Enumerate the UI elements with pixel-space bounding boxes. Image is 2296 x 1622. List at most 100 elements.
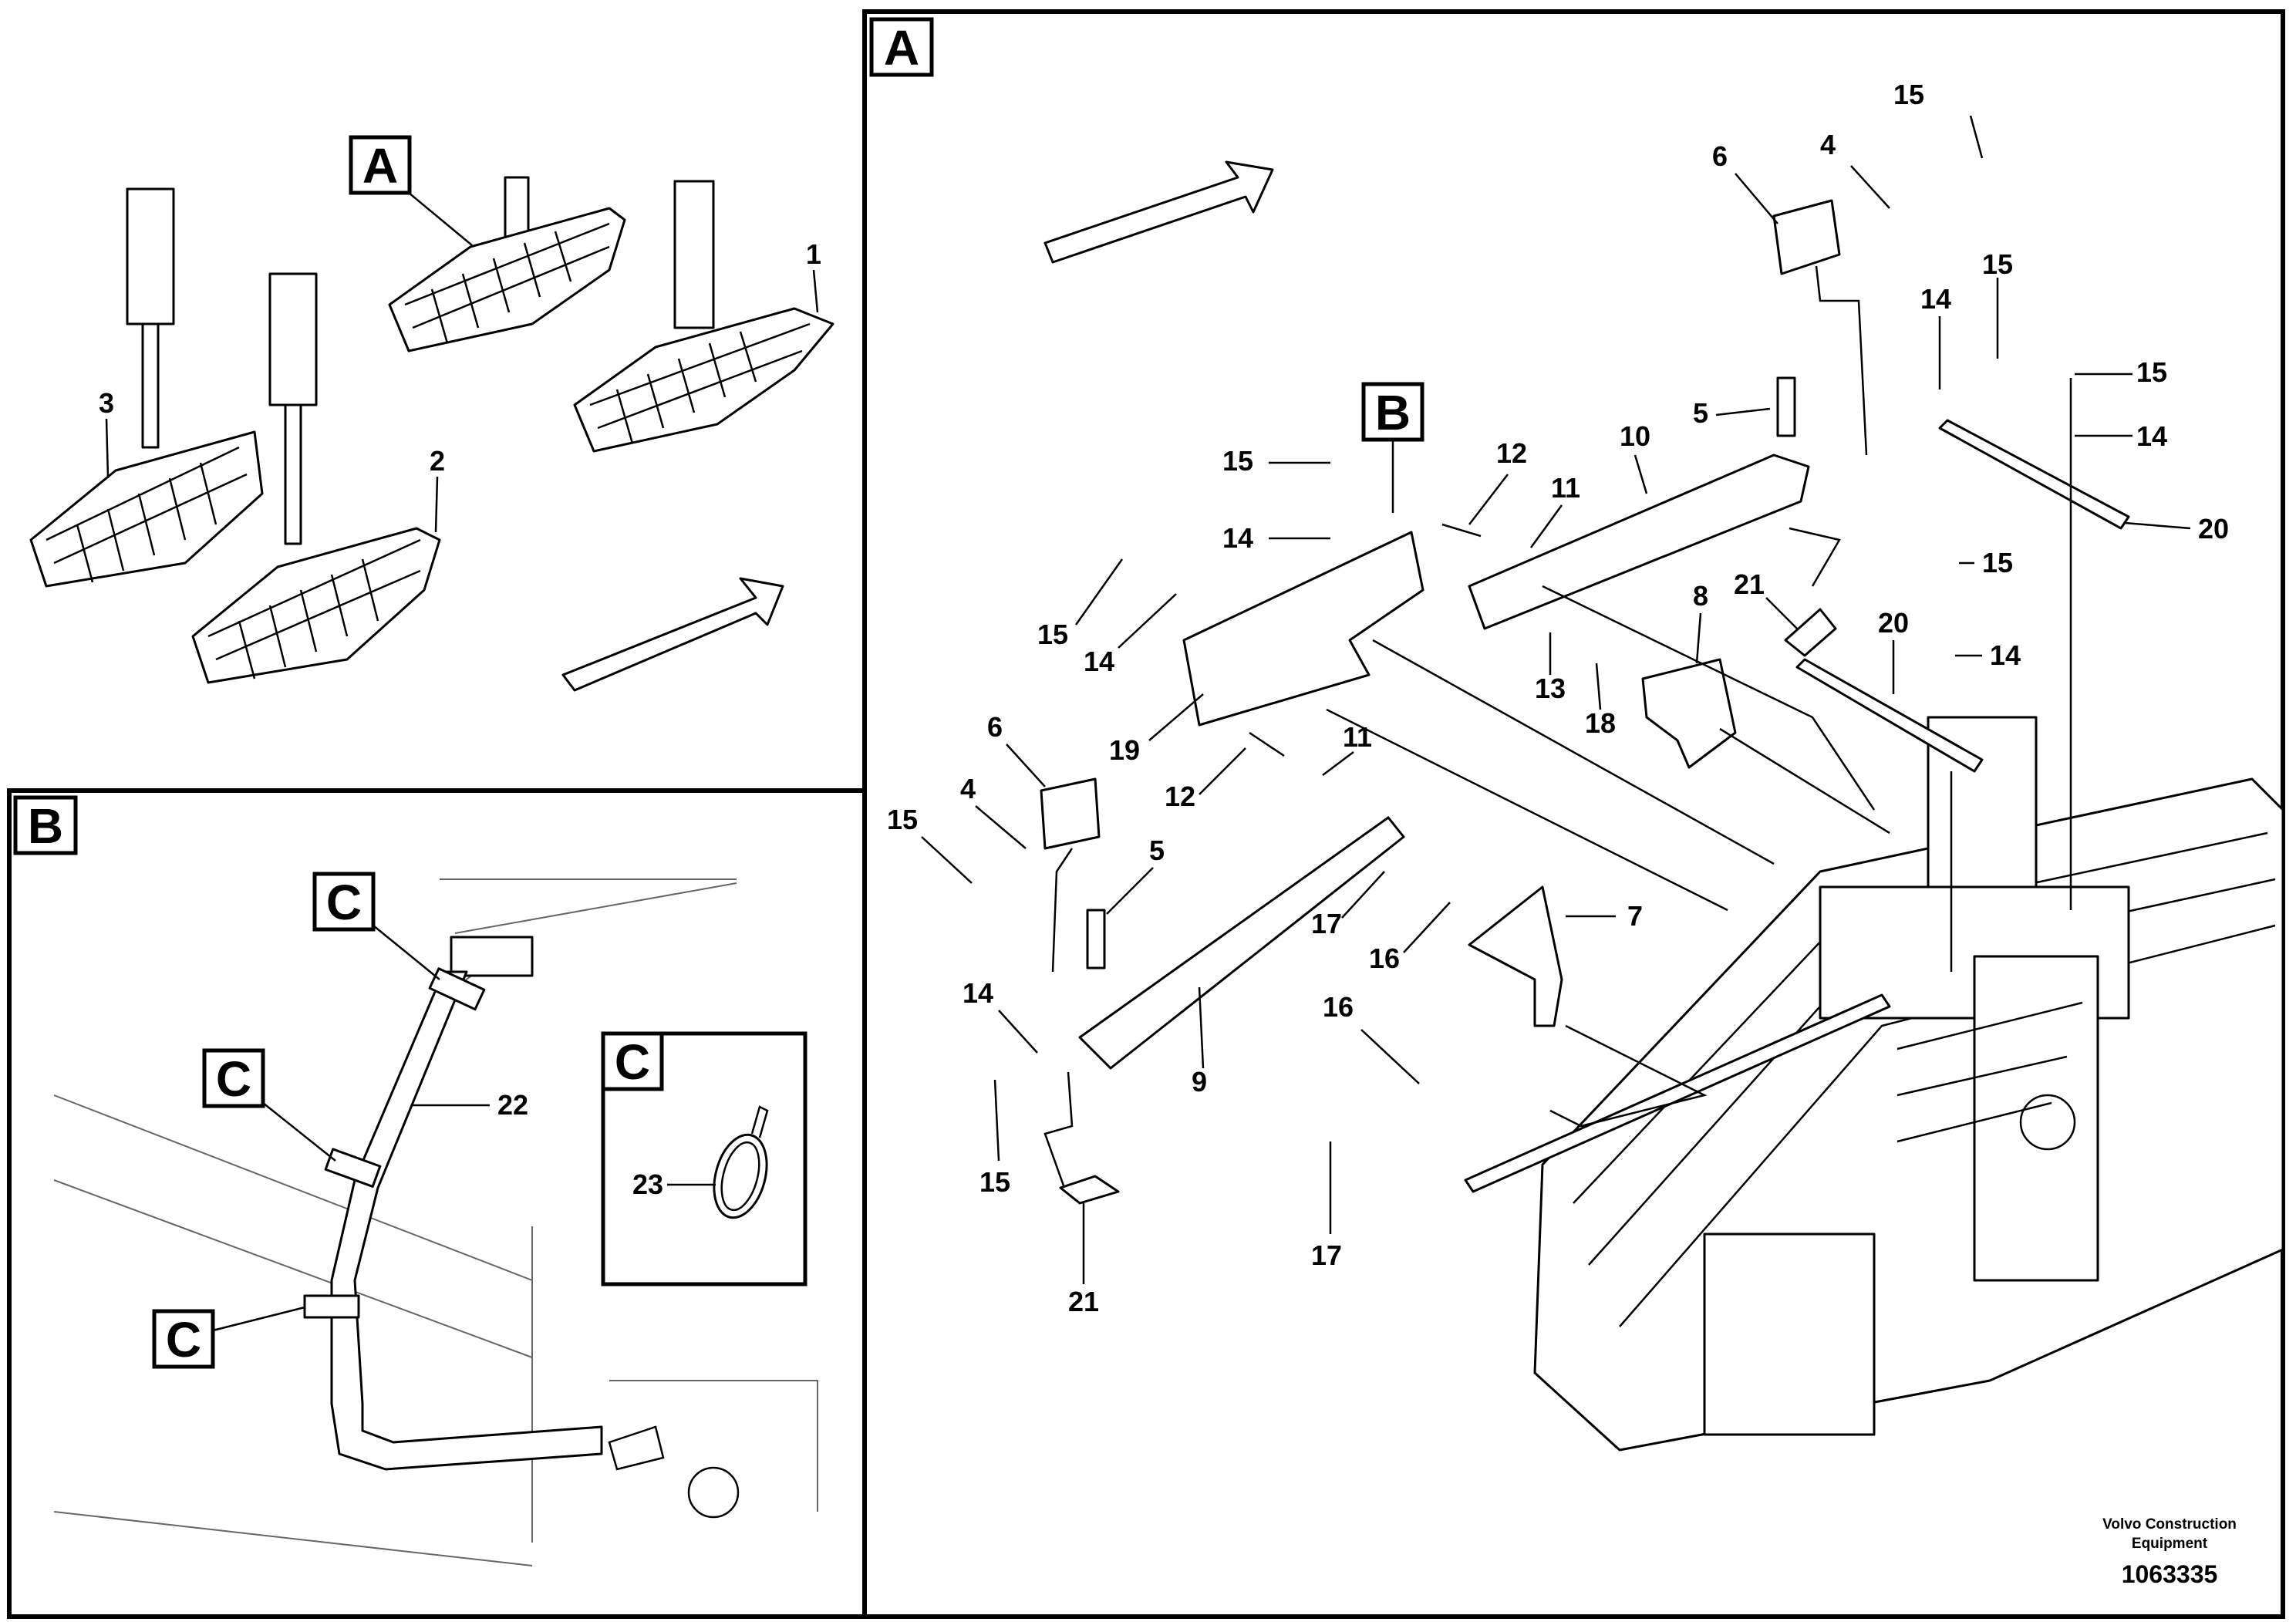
callout-4-lower: 4 xyxy=(960,773,1027,849)
rail-20-upper xyxy=(1938,419,2130,530)
overview-label-a: A xyxy=(349,135,473,246)
callout-15-mid: 15 xyxy=(1959,547,2013,578)
svg-text:10: 10 xyxy=(1620,420,1650,452)
svg-text:5: 5 xyxy=(1693,397,1708,429)
overview-callout-3: 3 xyxy=(99,387,114,479)
svg-text:9: 9 xyxy=(1192,1066,1207,1098)
callout-16-lower: 16 xyxy=(1323,991,1420,1084)
callout-15-top: 15 xyxy=(1893,79,1984,159)
svg-text:11: 11 xyxy=(1343,721,1372,753)
detail-c-box: C 23 xyxy=(601,1031,807,1286)
callout-14-b: 14 xyxy=(1920,283,1951,389)
svg-text:8: 8 xyxy=(1693,580,1708,612)
svg-text:21: 21 xyxy=(1068,1286,1099,1317)
overview-callout-2: 2 xyxy=(430,445,445,533)
pipe-22 xyxy=(330,970,603,1471)
callout-5-top: 5 xyxy=(1693,397,1771,429)
svg-text:C: C xyxy=(166,1312,201,1367)
sensor-5-upper xyxy=(1776,376,1796,437)
callout-14-right: 14 xyxy=(2075,420,2167,452)
svg-text:2: 2 xyxy=(430,445,445,477)
callout-15-right: 15 xyxy=(2075,356,2167,388)
svg-text:14: 14 xyxy=(1222,522,1253,554)
svg-text:1063335: 1063335 xyxy=(2122,1560,2218,1588)
svg-text:14: 14 xyxy=(1084,646,1114,677)
track-unit-2 xyxy=(191,272,441,684)
track-unit-3 xyxy=(29,187,264,588)
detail-c-callout-23: 23 xyxy=(632,1168,663,1200)
svg-text:21: 21 xyxy=(1734,568,1765,600)
track-unit-a xyxy=(388,176,626,352)
svg-text:4: 4 xyxy=(960,773,976,804)
svg-text:22: 22 xyxy=(497,1089,528,1121)
callout-15-left: 15 xyxy=(1037,558,1124,650)
overview-illustration xyxy=(29,176,834,692)
svg-text:14: 14 xyxy=(1990,639,2021,671)
callout-17-lower: 17 xyxy=(1311,1141,1342,1271)
svg-text:15: 15 xyxy=(1037,619,1068,650)
callout-13: 13 xyxy=(1535,632,1566,704)
svg-text:12: 12 xyxy=(1496,437,1527,469)
callout-20-right: 20 xyxy=(2124,513,2229,545)
callout-9: 9 xyxy=(1192,986,1207,1098)
svg-text:16: 16 xyxy=(1369,943,1400,974)
cable-clamp-1 xyxy=(428,967,486,1011)
panel-a-illustration xyxy=(1040,160,2284,1452)
callout-14-lower: 14 xyxy=(963,977,1038,1054)
callout-18: 18 xyxy=(1585,663,1616,739)
svg-text:4: 4 xyxy=(1820,129,1836,160)
callout-11-lower: 11 xyxy=(1322,721,1372,776)
panel-a-callouts: 15 4 6 15 14 5 10 12 11 15 14 15 14 15 1… xyxy=(887,79,2229,1317)
callout-14-left: 14 xyxy=(1084,593,1177,677)
sensor-5-lower xyxy=(1086,909,1106,969)
panel-b-illustration xyxy=(53,878,818,1566)
svg-text:16: 16 xyxy=(1323,991,1354,1023)
svg-text:19: 19 xyxy=(1109,734,1140,766)
sensor-box-6-lower xyxy=(1040,777,1101,850)
svg-text:20: 20 xyxy=(1878,607,1909,639)
callout-19: 19 xyxy=(1109,693,1204,766)
clip-21-lower xyxy=(1059,1175,1120,1205)
direction-arrow-panel-a xyxy=(1043,160,1274,264)
callout-12-top: 12 xyxy=(1468,437,1527,525)
detail-b-marker: B xyxy=(1361,382,1424,513)
bracket-19 xyxy=(1182,531,1424,727)
callout-15-lower: 15 xyxy=(979,1079,1010,1198)
callout-6-lower: 6 xyxy=(987,711,1046,787)
svg-text:17: 17 xyxy=(1311,1239,1342,1271)
callout-6-top: 6 xyxy=(1712,140,1778,224)
svg-text:13: 13 xyxy=(1535,673,1566,704)
svg-text:Volvo Construction: Volvo Construction xyxy=(2102,1516,2237,1533)
callout-5-lower: 5 xyxy=(1106,835,1165,915)
footer: Volvo Construction Equipment 1063335 xyxy=(2102,1516,2237,1588)
svg-text:12: 12 xyxy=(1165,781,1195,812)
svg-text:6: 6 xyxy=(1712,140,1728,172)
svg-text:C: C xyxy=(326,875,362,930)
svg-text:A: A xyxy=(884,20,919,76)
svg-text:C: C xyxy=(615,1034,650,1090)
overview-callout-1: 1 xyxy=(806,238,821,313)
cable-tie-23 xyxy=(713,1133,768,1219)
svg-text:3: 3 xyxy=(99,387,114,419)
svg-text:1: 1 xyxy=(806,238,821,270)
svg-text:14: 14 xyxy=(963,977,993,1009)
svg-text:6: 6 xyxy=(987,711,1003,743)
callout-14-left-top: 14 xyxy=(1222,522,1330,554)
bracket-8 xyxy=(1641,658,1737,769)
panel-b-c-marker-3: C xyxy=(152,1306,305,1369)
panel-a-label: A xyxy=(869,17,934,77)
cable-clamp-3 xyxy=(303,1294,360,1319)
panel-b-c-marker-2: C xyxy=(202,1048,336,1162)
svg-text:15: 15 xyxy=(1893,79,1924,110)
callout-4-top: 4 xyxy=(1820,129,1890,209)
svg-text:A: A xyxy=(362,138,398,194)
svg-text:5: 5 xyxy=(1149,835,1165,866)
svg-text:14: 14 xyxy=(2136,420,2167,452)
callout-21-top: 21 xyxy=(1734,568,1798,629)
svg-text:17: 17 xyxy=(1311,908,1342,939)
callout-8: 8 xyxy=(1693,580,1708,664)
callout-15-b: 15 xyxy=(1982,248,2013,359)
direction-arrow-overview xyxy=(561,577,784,692)
callout-12-lower: 12 xyxy=(1165,747,1246,812)
